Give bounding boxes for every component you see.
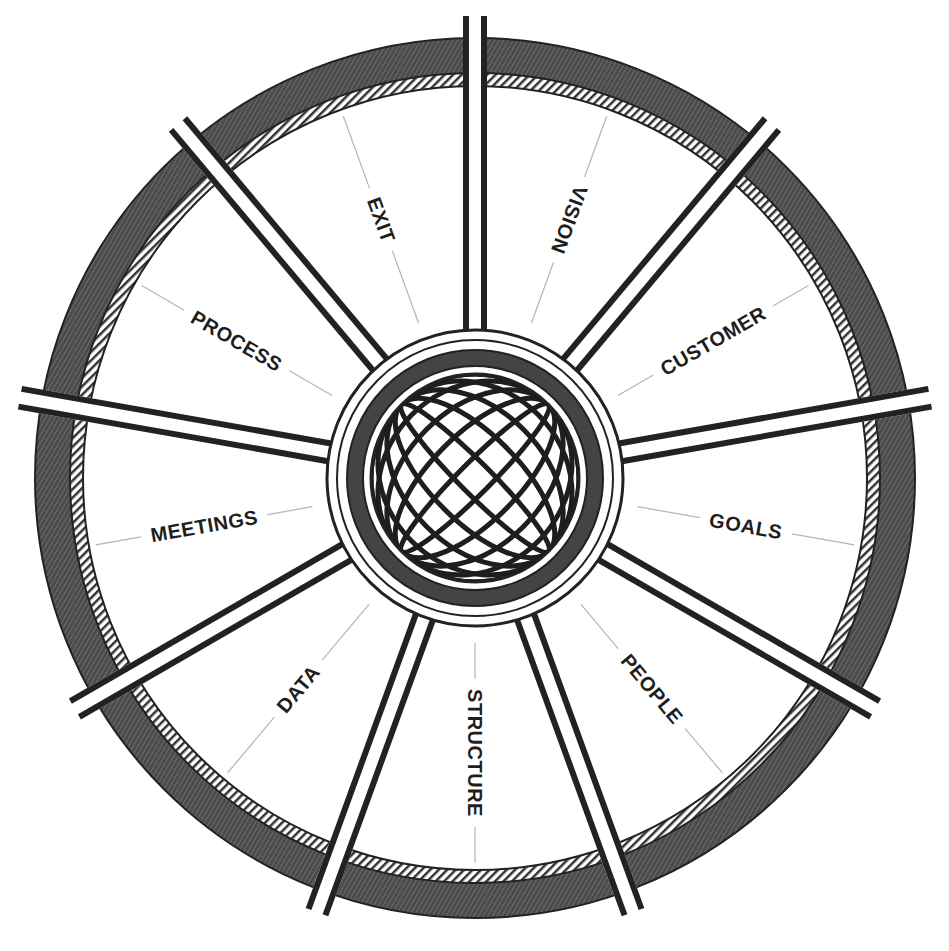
spoke-line bbox=[169, 128, 379, 377]
leader-line bbox=[685, 729, 722, 773]
hub-ring bbox=[337, 340, 613, 616]
spoke-body bbox=[18, 386, 337, 465]
spoke-body bbox=[613, 386, 932, 465]
spoke-body bbox=[306, 607, 438, 916]
leader-line bbox=[474, 643, 475, 679]
leader-line bbox=[618, 375, 653, 395]
hub-ring bbox=[327, 330, 623, 626]
spoke bbox=[463, 16, 487, 336]
spoke-body bbox=[592, 539, 881, 720]
leader-line bbox=[392, 251, 418, 323]
globe-line bbox=[338, 341, 612, 615]
spoke-line bbox=[21, 386, 337, 447]
hub-dark-ring bbox=[347, 350, 603, 606]
spoke-line bbox=[78, 554, 358, 719]
spoke-line bbox=[463, 16, 469, 336]
spoke-line bbox=[306, 607, 421, 910]
leader-line bbox=[228, 717, 275, 773]
leader-line bbox=[474, 827, 475, 863]
leader-line bbox=[322, 604, 369, 660]
spoke bbox=[18, 386, 337, 465]
leader-line bbox=[773, 286, 808, 306]
spoke-line bbox=[571, 128, 781, 377]
spoke bbox=[557, 116, 781, 377]
spoke-body bbox=[512, 607, 644, 916]
globe-line bbox=[353, 356, 597, 600]
spoke-line bbox=[481, 16, 487, 336]
hub-inner-ring bbox=[363, 366, 587, 590]
spoke-body bbox=[463, 16, 487, 336]
spoke bbox=[613, 386, 932, 465]
spoke bbox=[306, 607, 438, 916]
globe-line bbox=[371, 374, 580, 583]
globe-line bbox=[338, 341, 612, 615]
spoke-line bbox=[592, 554, 872, 719]
leader-line bbox=[637, 507, 699, 518]
leader-line bbox=[343, 116, 369, 188]
globe-line bbox=[371, 374, 580, 583]
leader-line bbox=[585, 116, 607, 177]
spoke bbox=[512, 607, 644, 916]
spoke-body bbox=[69, 539, 358, 720]
spoke bbox=[169, 116, 393, 377]
globe-line bbox=[353, 356, 597, 600]
leader-line bbox=[581, 604, 618, 648]
globe-outline bbox=[371, 374, 579, 582]
spoke bbox=[592, 539, 881, 720]
leader-line bbox=[142, 286, 185, 311]
globe-line bbox=[328, 331, 622, 625]
leader-line bbox=[531, 262, 553, 323]
spoke bbox=[69, 539, 358, 720]
leader-line bbox=[792, 534, 854, 545]
spoke-line bbox=[323, 613, 438, 916]
spoke-line bbox=[616, 404, 932, 465]
leader-line bbox=[96, 537, 141, 545]
leader-line bbox=[289, 371, 332, 396]
spoke-body bbox=[557, 116, 781, 377]
globe-line bbox=[328, 331, 622, 625]
segment-label: STRUCTURE bbox=[465, 689, 485, 817]
spoke-line bbox=[512, 613, 627, 916]
spoke-body bbox=[169, 116, 393, 377]
leader-line bbox=[267, 507, 312, 515]
spoke-line bbox=[529, 607, 644, 910]
